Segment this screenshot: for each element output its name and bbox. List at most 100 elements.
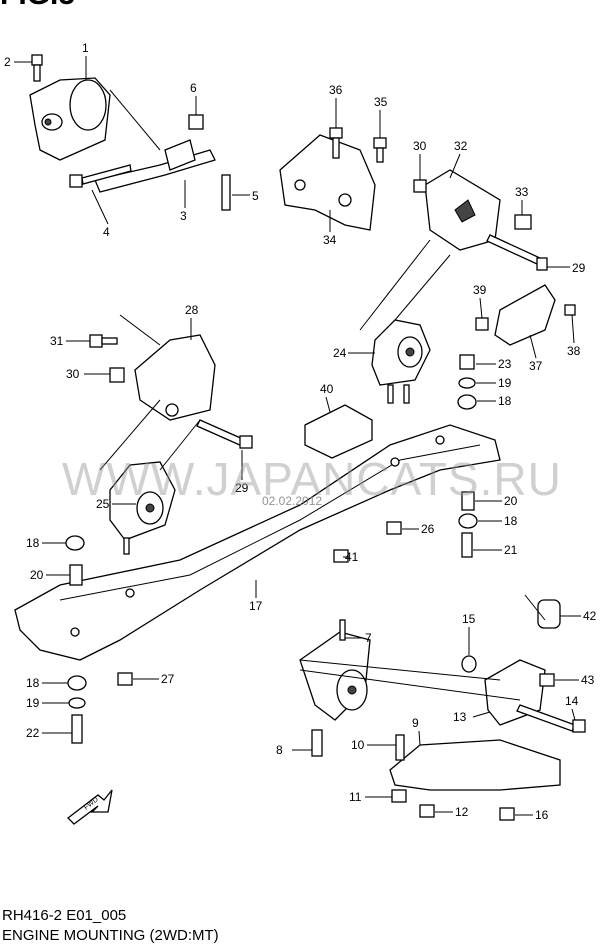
part-number-label: 43 — [581, 673, 595, 687]
bolt-8 — [311, 729, 323, 757]
callout-16: 16 — [515, 808, 549, 822]
callout-28: 28 — [185, 303, 199, 340]
bracket-32 — [424, 169, 501, 251]
part-number-label: 2 — [4, 55, 11, 69]
callout-40: 40 — [320, 382, 334, 413]
nut-11 — [391, 789, 407, 803]
part-number-label: 20 — [504, 494, 518, 508]
callout-7: 7 — [345, 631, 372, 645]
part-number-label: 3 — [180, 209, 187, 223]
engine-mount-left-part — [29, 77, 111, 161]
part-number-label: 27 — [161, 672, 175, 686]
front-direction-arrow: FWD — [67, 789, 113, 825]
diagram-code: RH416-2 E01_005 — [2, 907, 127, 924]
watermark-date: 02.02.2012 — [262, 494, 323, 508]
part-number-label: 37 — [529, 359, 543, 373]
part-number-label: 4 — [103, 225, 110, 239]
bolt-21 — [461, 532, 473, 558]
part-number-label: 29 — [572, 261, 586, 275]
callout-8: 8 — [276, 743, 312, 757]
leader-line — [479, 297, 483, 319]
nut-16 — [499, 807, 515, 821]
callout-3: 3 — [180, 180, 187, 223]
cushion-18 — [457, 394, 477, 410]
nut-6 — [188, 114, 204, 130]
part-number-label: 31 — [50, 334, 64, 348]
part-number-label: 19 — [498, 376, 512, 390]
figure-title: FIG.5 — [0, 0, 75, 12]
callout-39: 39 — [473, 283, 487, 319]
stud-10 — [395, 734, 405, 761]
callout-14: 14 — [565, 694, 579, 721]
bracket-37 — [494, 284, 556, 346]
leader-line — [418, 730, 421, 746]
part-number-label: 6 — [190, 81, 197, 95]
callout-12: 12 — [435, 805, 469, 819]
leader-line — [325, 396, 331, 413]
part-number-label: 36 — [329, 83, 343, 97]
callout-42: 42 — [560, 609, 597, 623]
nut-41 — [333, 549, 349, 563]
callout-30: 30 — [66, 367, 110, 381]
nut-26 — [386, 521, 402, 535]
engine-mount-24 — [371, 319, 431, 404]
callout-10: 10 — [351, 738, 396, 752]
callout-19: 19 — [26, 696, 69, 710]
callout-18: 18 — [478, 514, 518, 528]
diagram-name: ENGINE MOUNTING (2WD:MT) — [2, 927, 219, 944]
callout-9: 9 — [412, 716, 421, 746]
washer-19-low — [68, 697, 86, 709]
stopper-42 — [537, 599, 561, 629]
leader-line — [571, 708, 576, 721]
stud-5 — [221, 174, 231, 211]
spacer-20-left — [69, 564, 83, 586]
part-number-label: 23 — [498, 357, 512, 371]
nut-15 — [461, 655, 477, 673]
part-number-label: 21 — [504, 543, 518, 557]
part-number-label: 13 — [453, 710, 467, 724]
part-number-label: 20 — [30, 568, 44, 582]
cushion-18-right — [458, 513, 478, 529]
callout-26: 26 — [402, 522, 435, 536]
nut-23 — [459, 354, 475, 370]
part-number-label: 14 — [565, 694, 579, 708]
callout-17: 17 — [249, 580, 263, 613]
callout-32: 32 — [449, 139, 468, 179]
callout-4: 4 — [91, 189, 110, 239]
callout-5: 5 — [232, 189, 259, 203]
part-number-label: 30 — [66, 367, 80, 381]
bracket-28 — [134, 334, 216, 421]
callout-11: 11 — [349, 790, 392, 804]
part-number-label: 24 — [333, 346, 347, 360]
callout-30: 30 — [413, 139, 427, 180]
callout-19: 19 — [476, 376, 512, 390]
washer-19 — [458, 377, 476, 389]
callout-21: 21 — [473, 543, 518, 557]
engine-mount-center — [336, 669, 368, 711]
callout-41: 41 — [343, 550, 359, 564]
bolt-35 — [373, 137, 387, 163]
engine-mount-25 — [109, 461, 176, 555]
callout-43: 43 — [555, 673, 595, 687]
callout-18: 18 — [477, 394, 512, 408]
bolt-33 — [514, 214, 532, 230]
callout-25: 25 — [96, 497, 136, 511]
assembly-lines — [99, 89, 546, 701]
part-number-label: 18 — [498, 394, 512, 408]
nut-30-top — [413, 179, 427, 193]
nut-27 — [117, 672, 133, 686]
part-number-label: 16 — [535, 808, 549, 822]
leader-line — [529, 334, 537, 359]
part-number-label: 29 — [235, 481, 249, 495]
part-number-label: 9 — [412, 716, 419, 730]
callout-31: 31 — [50, 334, 90, 348]
part-number-label: 41 — [345, 550, 359, 564]
part-number-label: 42 — [583, 609, 597, 623]
part-number-label: 40 — [320, 382, 334, 396]
leader-line — [91, 189, 109, 225]
part-number-label: 33 — [515, 185, 529, 199]
bolt-4 — [69, 164, 132, 188]
nut-39 — [475, 317, 489, 331]
